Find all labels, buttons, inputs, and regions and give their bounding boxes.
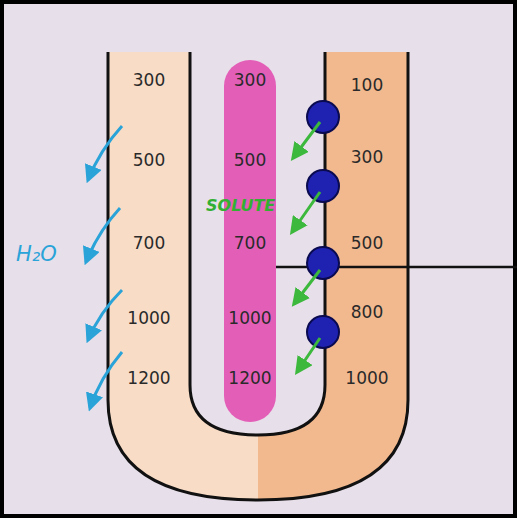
osmolarity-value: 1200 xyxy=(127,366,170,390)
osmolarity-value: 300 xyxy=(234,68,266,92)
osmolarity-value: 300 xyxy=(351,145,383,169)
value-slot: 1000 xyxy=(327,366,407,390)
osmolarity-value: 1200 xyxy=(228,366,271,390)
water-arrows xyxy=(86,126,122,408)
value-slot: 700 xyxy=(110,231,188,255)
value-slot: 500 xyxy=(327,231,407,255)
osmolarity-value: 700 xyxy=(234,231,266,255)
value-slot: 1200 xyxy=(224,366,276,390)
osmolarity-value: 500 xyxy=(133,148,165,172)
value-slot: 100 xyxy=(327,73,407,97)
solute-arrows xyxy=(292,122,320,372)
osmolarity-value: 1000 xyxy=(127,306,170,330)
value-slot: 300 xyxy=(110,68,188,92)
value-slot: 1000 xyxy=(110,306,188,330)
inner-wall xyxy=(190,52,325,435)
osmolarity-value: 500 xyxy=(351,231,383,255)
outer-wall xyxy=(108,52,408,500)
value-slot: 500 xyxy=(110,148,188,172)
value-slot: 500 xyxy=(224,148,276,172)
osmolarity-value: 100 xyxy=(351,73,383,97)
osmolarity-value: 1000 xyxy=(345,366,388,390)
osmolarity-value: 700 xyxy=(133,231,165,255)
value-slot: 700 xyxy=(224,231,276,255)
interstitial-bar: 300 500 700 1000 1200 xyxy=(224,60,276,422)
value-slot: 1200 xyxy=(110,366,188,390)
value-slot: 800 xyxy=(327,300,407,324)
osmolarity-value: 300 xyxy=(133,68,165,92)
osmolarity-value: 1000 xyxy=(228,306,271,330)
value-slot: 300 xyxy=(327,145,407,169)
solute-label: SOLUTE xyxy=(206,196,275,215)
osmolarity-value: 500 xyxy=(234,148,266,172)
descending-limb: 300 500 700 1000 1200 xyxy=(110,52,188,402)
value-slot: 300 xyxy=(224,68,276,92)
descending-limb-fill xyxy=(108,52,408,500)
ascending-limb-fill xyxy=(258,52,408,500)
water-label: H₂O xyxy=(16,242,57,266)
value-slot: 1000 xyxy=(224,306,276,330)
ascending-limb: 100 300 500 800 1000 xyxy=(327,52,407,402)
pump-circles xyxy=(307,101,339,348)
osmolarity-value: 800 xyxy=(351,300,383,324)
